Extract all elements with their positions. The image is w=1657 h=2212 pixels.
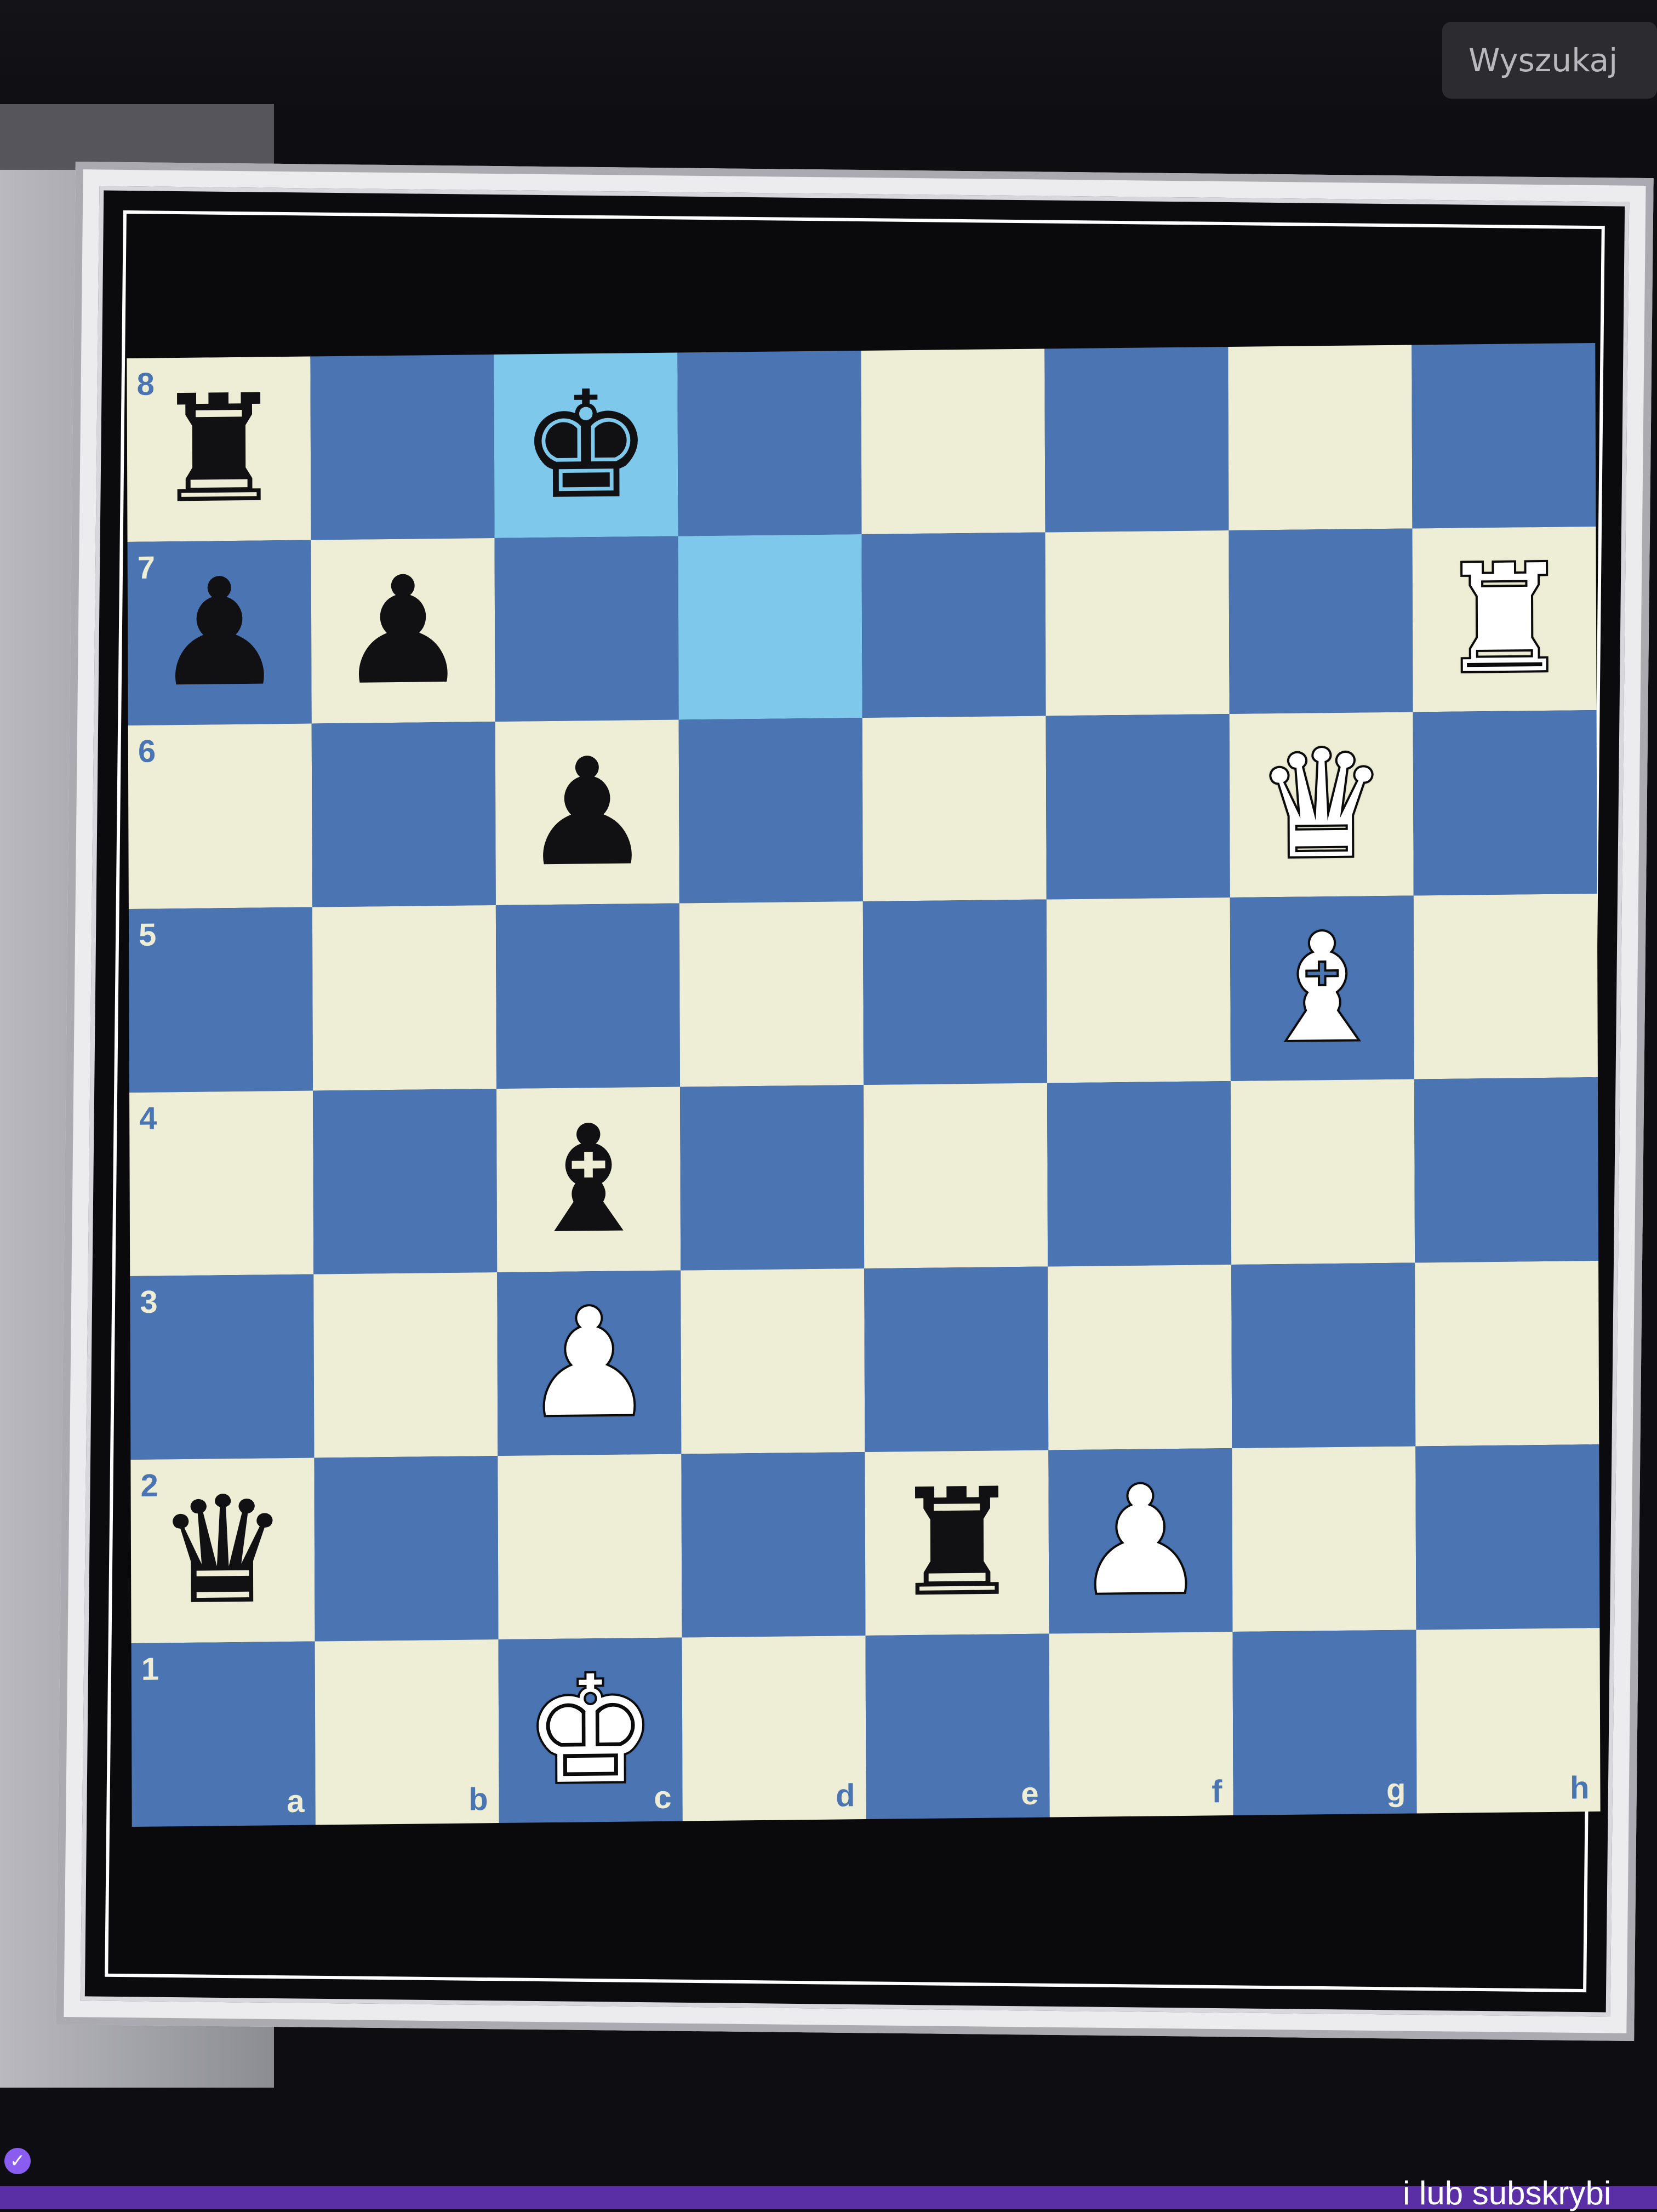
white-rook-icon[interactable]: ♜: [1436, 530, 1573, 708]
square-h6[interactable]: [1413, 710, 1597, 896]
square-g6[interactable]: ♛: [1229, 712, 1414, 898]
square-d4[interactable]: [680, 1085, 865, 1271]
file-label: e: [1021, 1775, 1039, 1812]
square-e5[interactable]: [862, 899, 1047, 1085]
square-b5[interactable]: [312, 905, 497, 1091]
white-pawn-icon[interactable]: ♟: [521, 1274, 658, 1453]
square-c5[interactable]: [495, 903, 681, 1089]
square-a8[interactable]: 8♜: [127, 356, 311, 542]
square-e4[interactable]: [864, 1083, 1048, 1269]
black-rook-icon[interactable]: ♜: [152, 362, 286, 536]
black-rook-icon[interactable]: ♜: [890, 1455, 1024, 1630]
black-pawn-icon[interactable]: ♟: [153, 545, 287, 720]
square-c7[interactable]: [494, 536, 679, 722]
square-d8[interactable]: [677, 350, 862, 536]
square-c3[interactable]: ♟: [497, 1270, 682, 1456]
rank-label: 5: [138, 917, 157, 953]
black-king-icon[interactable]: ♚: [519, 358, 653, 533]
square-g7[interactable]: [1229, 528, 1413, 714]
square-d2[interactable]: [681, 1452, 866, 1638]
black-pawn-icon[interactable]: ♟: [336, 543, 470, 718]
black-queen-icon[interactable]: ♛: [156, 1463, 290, 1638]
square-b8[interactable]: [310, 354, 495, 540]
square-b6[interactable]: [311, 722, 496, 907]
white-bishop-icon[interactable]: ♝: [1253, 899, 1391, 1077]
rank-label: 4: [139, 1100, 157, 1136]
square-d7[interactable]: [678, 534, 862, 720]
square-g5[interactable]: ♝: [1230, 895, 1414, 1081]
square-g3[interactable]: [1231, 1262, 1416, 1448]
square-h8[interactable]: [1412, 342, 1596, 529]
left-panel-header: [0, 104, 274, 170]
square-b2[interactable]: [314, 1456, 499, 1642]
top-bar: [0, 0, 1657, 110]
square-f6[interactable]: [1045, 713, 1230, 900]
square-e1[interactable]: e: [865, 1633, 1050, 1820]
rank-label: 1: [141, 1651, 159, 1687]
square-b1[interactable]: b: [315, 1639, 499, 1825]
square-h3[interactable]: [1415, 1260, 1599, 1447]
square-f1[interactable]: f: [1049, 1632, 1233, 1817]
square-h1[interactable]: h: [1416, 1627, 1601, 1814]
square-c6[interactable]: ♟: [495, 719, 679, 906]
file-label: f: [1212, 1774, 1222, 1810]
white-king-icon[interactable]: ♚: [522, 1641, 659, 1820]
square-f8[interactable]: [1044, 346, 1229, 533]
square-d6[interactable]: [678, 717, 863, 904]
square-c4[interactable]: ♝: [496, 1087, 681, 1273]
rank-label: 3: [140, 1284, 158, 1320]
square-b7[interactable]: ♟: [311, 538, 495, 724]
square-f4[interactable]: [1047, 1081, 1232, 1267]
square-h5[interactable]: [1413, 893, 1598, 1079]
square-g1[interactable]: g: [1232, 1630, 1417, 1816]
file-label: h: [1569, 1770, 1590, 1806]
square-a3[interactable]: 3: [130, 1274, 315, 1460]
file-label: a: [287, 1783, 305, 1820]
square-f3[interactable]: [1048, 1264, 1232, 1450]
square-e6[interactable]: [862, 716, 1047, 901]
square-h4[interactable]: [1414, 1077, 1599, 1263]
verified-icon: ✓: [4, 2148, 31, 2174]
square-b4[interactable]: [313, 1089, 498, 1274]
square-d1[interactable]: d: [682, 1636, 866, 1821]
bottom-bar: [0, 2186, 1657, 2209]
white-pawn-icon[interactable]: ♟: [1072, 1451, 1209, 1630]
square-a4[interactable]: 4: [129, 1090, 314, 1277]
square-d5[interactable]: [679, 901, 864, 1087]
square-c1[interactable]: c♚: [498, 1637, 683, 1824]
square-e8[interactable]: [861, 348, 1045, 534]
square-h2[interactable]: [1415, 1444, 1600, 1630]
square-e2[interactable]: ♜: [865, 1450, 1049, 1636]
square-e7[interactable]: [861, 532, 1046, 718]
black-pawn-icon[interactable]: ♟: [521, 725, 654, 900]
square-g2[interactable]: [1232, 1446, 1416, 1632]
square-e3[interactable]: [864, 1266, 1049, 1453]
square-a5[interactable]: 5: [128, 907, 313, 1093]
square-c8[interactable]: ♚: [494, 352, 678, 538]
square-d3[interactable]: [681, 1268, 865, 1454]
file-label: g: [1386, 1771, 1406, 1808]
rank-label: 6: [138, 733, 156, 769]
search-button[interactable]: Wyszukaj: [1442, 22, 1657, 99]
square-b3[interactable]: [313, 1272, 498, 1458]
square-f5[interactable]: [1046, 897, 1231, 1083]
square-f7[interactable]: [1045, 530, 1230, 716]
white-queen-icon[interactable]: ♛: [1253, 715, 1390, 894]
square-h7[interactable]: ♜: [1412, 526, 1597, 712]
file-label: b: [468, 1781, 488, 1817]
file-label: d: [835, 1777, 855, 1814]
square-g8[interactable]: [1228, 345, 1413, 530]
square-a6[interactable]: 6: [128, 723, 312, 910]
square-f2[interactable]: ♟: [1048, 1448, 1233, 1634]
square-a2[interactable]: 2♛: [130, 1457, 315, 1644]
footer-text[interactable]: i lub subskrybi: [1403, 2175, 1612, 2211]
square-g4[interactable]: [1230, 1079, 1415, 1265]
square-c2[interactable]: [498, 1454, 682, 1640]
square-a7[interactable]: 7♟: [127, 540, 312, 726]
black-bishop-icon[interactable]: ♝: [522, 1092, 655, 1267]
